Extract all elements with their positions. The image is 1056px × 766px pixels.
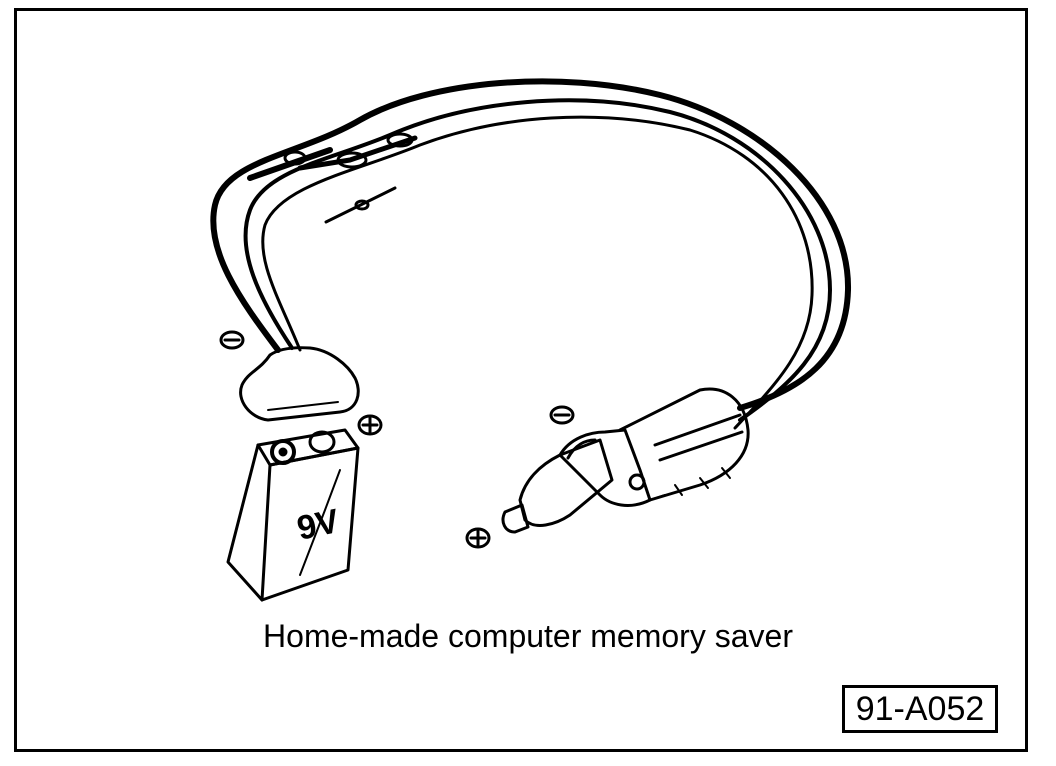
figure-id-badge: 91-A052	[842, 685, 998, 733]
battery-9v	[226, 428, 360, 602]
polarity-markers	[219, 330, 575, 549]
wire-bundle	[210, 78, 852, 430]
battery-voltage-label: 9V	[294, 502, 343, 548]
lighter-plug	[501, 387, 750, 534]
battery-snap-connector	[239, 346, 360, 422]
figure-frame	[14, 8, 1028, 752]
inline-fuse	[247, 132, 418, 224]
figure-caption: Home-made computer memory saver	[263, 618, 793, 654]
